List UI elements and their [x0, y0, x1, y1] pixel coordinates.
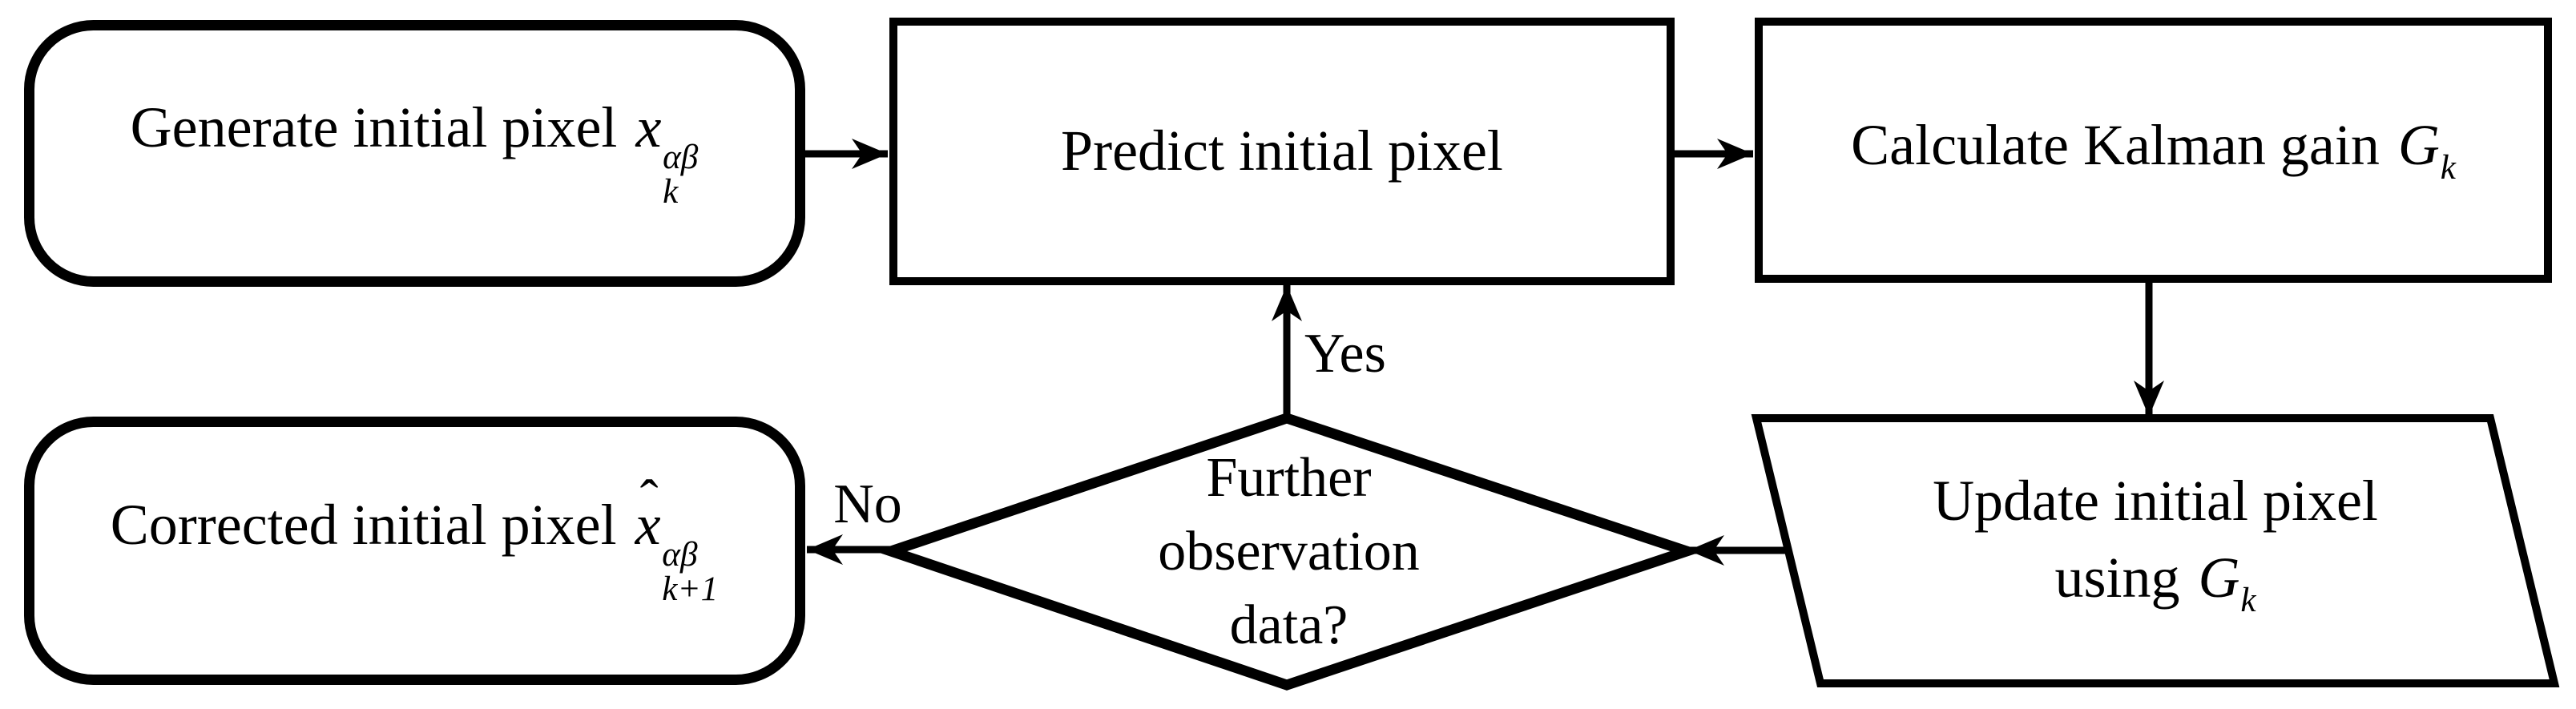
decision-node-label: Further observation data? [891, 418, 1687, 685]
update-parallelogram-shape [1751, 414, 2560, 687]
predict-label-text: Predict initial pixel [1061, 119, 1503, 183]
kalman-label-text: Calculate Kalman gain [1851, 112, 2380, 177]
math-subscript: k+1 [662, 570, 719, 609]
decision-diamond-shape [874, 413, 1703, 691]
predict-node-label: Predict initial pixel [893, 22, 1671, 281]
math-subscript: k [2440, 148, 2456, 187]
corrected-label-text: Corrected initial pixel [110, 493, 617, 558]
math-superscript: αβ [663, 139, 699, 177]
math-hat: ˆ [639, 468, 659, 530]
math-G: G [2397, 112, 2440, 177]
edge-label-no: No [833, 473, 902, 535]
math-subscript: k [2240, 582, 2256, 620]
math-G: G [2198, 545, 2240, 610]
kalman-gain-box-shape [1755, 18, 2552, 283]
update-node-label: Update initial pixel using Gk [1756, 418, 2554, 683]
math-subscript: k [663, 173, 679, 211]
update-label-line2: using [2054, 545, 2180, 610]
decision-label-line1: Further [1206, 446, 1372, 509]
update-label-line1: Update initial pixel [1933, 468, 2378, 533]
decision-label-line2: observation [1158, 520, 1420, 582]
corrected-box-shape [24, 417, 805, 685]
decision-label-line3: data? [1229, 594, 1348, 656]
generate-label-text: Generate initial pixel [130, 95, 618, 160]
edge-label-yes: Yes [1304, 323, 1386, 385]
generate-box-shape [24, 20, 805, 287]
math-superscript: αβ [662, 536, 698, 574]
predict-box-shape [889, 18, 1675, 285]
math-x: x [635, 493, 661, 558]
kalman-gain-node-label: Calculate Kalman gain Gk [1759, 22, 2548, 279]
math-x: x [635, 95, 662, 160]
